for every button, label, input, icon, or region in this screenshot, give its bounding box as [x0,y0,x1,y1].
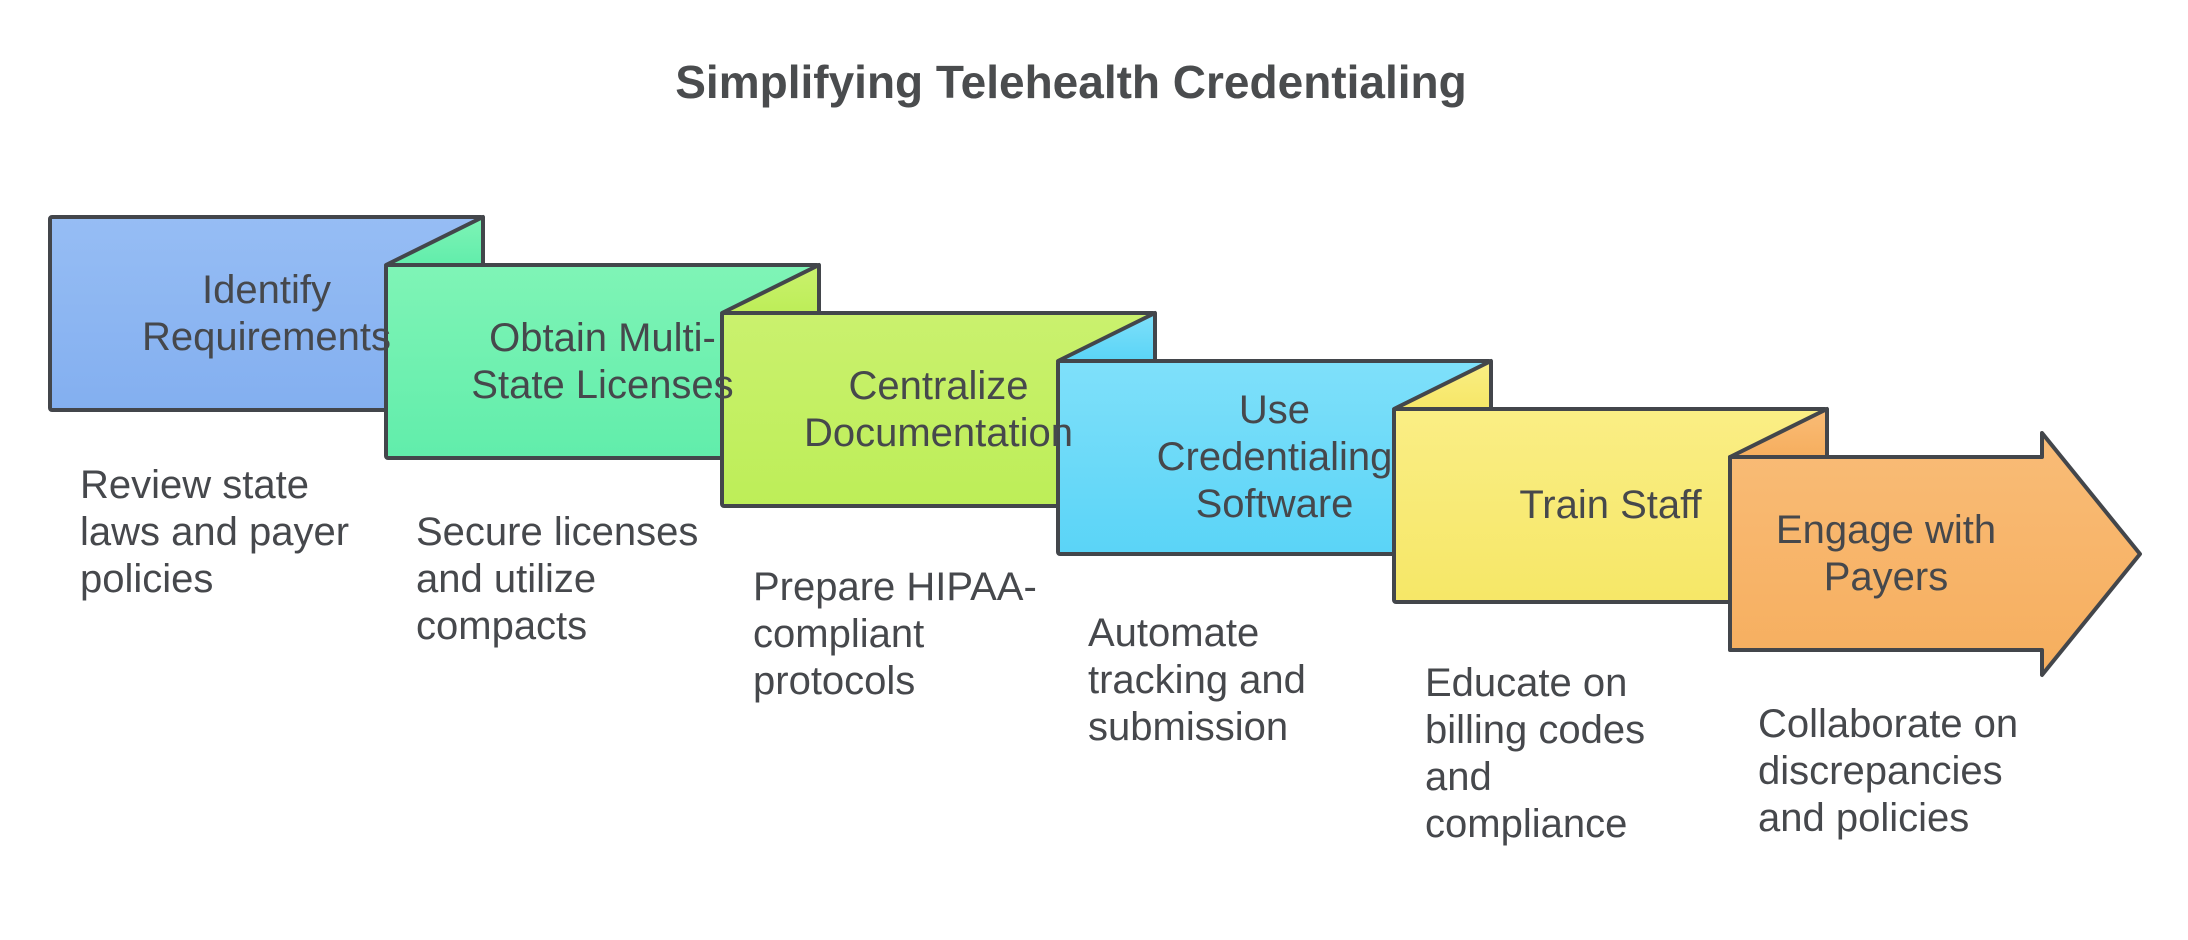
desc-line: submission [1088,705,1289,749]
desc-line: and policies [1758,796,1970,840]
label-line: Train Staff [1519,483,1702,527]
label-line: Obtain Multi- [489,315,716,360]
desc-line: laws and payer [80,510,350,554]
step-1-label: Identify Requirements [50,217,483,410]
label-line: Credentialing [1156,435,1393,479]
label-line: Identify [202,267,331,312]
step-3-description: Prepare HIPAA- compliant protocols [753,564,1037,705]
label-line: Software [1195,482,1354,526]
step-3-label: Centralize Documentation [722,313,1155,506]
step-5-label: Train Staff [1394,409,1827,602]
desc-line: tracking and [1088,658,1306,702]
step-4-description: Automate tracking and submission [1088,610,1306,751]
step-3-shape [720,263,1157,508]
step-2-shape [384,215,821,460]
step-6-label: Engage with Payers [1730,457,2042,650]
step-5-description: Educate on billing codes and compliance [1425,660,1645,848]
desc-line: compacts [416,604,588,648]
label-line: Engage with [1775,507,1997,552]
desc-line: compliant [753,612,925,656]
desc-line: Review state [80,463,309,507]
desc-line: billing codes [1425,708,1646,752]
desc-line: Prepare HIPAA- [753,565,1037,609]
desc-line: and utilize [416,557,597,601]
label-line: Documentation [803,410,1074,455]
label-line: Requirements [141,314,391,359]
step-6-arrow [1728,431,2142,677]
desc-line: Collaborate on [1758,702,2019,746]
diagram-title: Simplifying Telehealth Credentialing [675,56,1467,108]
desc-line: protocols [753,659,916,703]
step-6-shape [1728,407,2142,677]
desc-line: Automate [1088,611,1260,655]
step-6-description: Collaborate on discrepancies and policie… [1758,701,2018,842]
desc-line: Educate on [1425,661,1628,705]
desc-line: policies [80,557,214,601]
step-2-label: Obtain Multi- State Licenses [386,265,819,458]
label-line: Payers [1823,554,1949,599]
step-2-description: Secure licenses and utilize compacts [416,509,698,650]
desc-line: compliance [1425,802,1628,846]
step-1-description: Review state laws and payer policies [80,462,349,603]
step-4-label: Use Credentialing Software [1058,361,1491,554]
label-line: Use [1238,388,1311,432]
label-line: State Licenses [471,362,734,407]
label-line: Centralize [848,363,1029,408]
desc-line: and [1425,755,1492,799]
desc-line: discrepancies [1758,749,2003,793]
desc-line: Secure licenses [416,510,699,554]
